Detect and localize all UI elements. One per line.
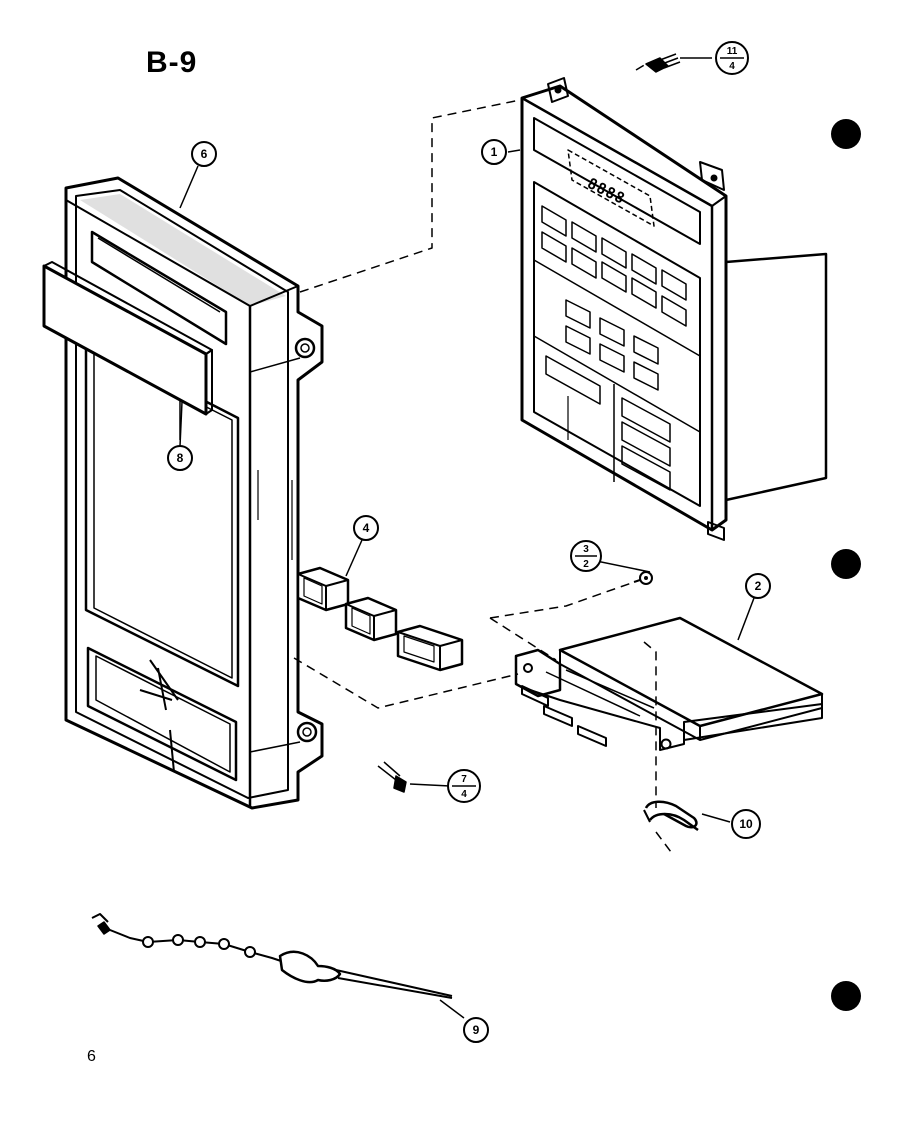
display-readout: 8888 — [584, 174, 628, 208]
callout-3-top-label: 3 — [583, 544, 589, 555]
callout-10: 10 — [731, 809, 761, 839]
temperature-probe-part — [91, 913, 453, 999]
callout-1-label: 1 — [491, 145, 498, 159]
registration-dot-bottom — [831, 981, 861, 1011]
callout-6-label: 6 — [201, 147, 208, 161]
screw-bottom — [377, 761, 407, 793]
dashed-alignment-lines — [293, 63, 675, 857]
door-frame-part — [64, 176, 324, 810]
callout-8: 8 — [167, 445, 193, 471]
callout-1: 1 — [481, 139, 507, 165]
callout-9: 9 — [463, 1017, 489, 1043]
control-panel-part — [520, 77, 828, 541]
callout-7-over-4: 7 4 — [447, 769, 481, 803]
callout-3-bottom-label: 2 — [583, 559, 589, 570]
screw-middle — [633, 571, 653, 585]
callout-4-label: 4 — [363, 521, 370, 535]
circuit-board-part — [514, 616, 824, 751]
callout-2-label: 2 — [755, 579, 762, 593]
callout-2: 2 — [745, 573, 771, 599]
page-number: 6 — [87, 1048, 96, 1065]
diagram-title: B-9 — [146, 46, 198, 79]
registration-dot-top — [831, 119, 861, 149]
callout-7-top-label: 7 — [461, 774, 467, 785]
callout-11-top-label: 11 — [727, 46, 738, 57]
switch-block-part — [296, 566, 464, 672]
callout-6: 6 — [191, 141, 217, 167]
callout-8-label: 8 — [177, 451, 184, 465]
callout-3-over-2: 3 2 — [570, 540, 602, 572]
callout-10-label: 10 — [739, 817, 753, 831]
callout-11-over-4: 11 4 — [715, 41, 749, 75]
registration-dot-middle — [831, 549, 861, 579]
callout-7-bottom-label: 4 — [461, 789, 467, 800]
callout-leaders — [179, 57, 755, 1019]
callout-4: 4 — [353, 515, 379, 541]
window-trim-strip-part — [42, 261, 213, 440]
clip-part — [643, 800, 699, 832]
screw-top — [645, 53, 681, 73]
callout-11-bottom-label: 4 — [729, 61, 735, 72]
callout-9-label: 9 — [473, 1023, 480, 1037]
